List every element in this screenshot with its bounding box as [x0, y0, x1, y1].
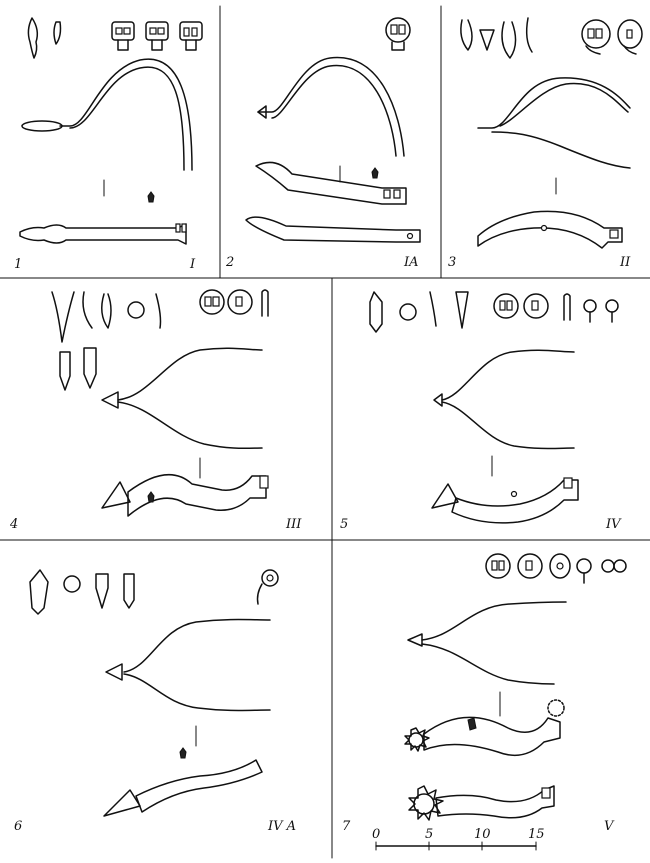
- spur-top-view: [407, 601, 567, 685]
- prick-goad-details: [27, 17, 62, 59]
- scale-tick-10: 10: [474, 827, 491, 842]
- spur-top-view: [477, 77, 631, 169]
- panel-1: 1 I: [14, 17, 203, 272]
- panel-3: 3 II: [448, 17, 643, 270]
- terminal-details: [256, 569, 279, 605]
- spur-side-view: [431, 477, 579, 524]
- terminal-details: [385, 17, 411, 51]
- panel-5: 5 IV: [340, 291, 622, 532]
- panel-6: 6 IV A: [14, 569, 296, 834]
- terminal-details: [493, 293, 619, 323]
- panel-5-number: 5: [340, 517, 348, 532]
- panel-4-number: 4: [9, 517, 18, 532]
- scale-tick-5: 5: [425, 827, 433, 842]
- spur-top-view: [21, 58, 193, 171]
- rowel-spur-lower: [408, 785, 555, 821]
- rowel-spur-upper: [404, 699, 565, 757]
- terminal-details: [485, 553, 627, 584]
- spur-top-view: [101, 347, 263, 450]
- panel-6-type: IV A: [267, 819, 296, 834]
- prick-goad-details: [51, 291, 162, 391]
- panel-1-type: I: [189, 257, 196, 272]
- panel-5-type: IV: [605, 517, 622, 532]
- panel-dividers: [0, 5, 650, 859]
- scale-bar: 0 5 10 15: [372, 827, 545, 851]
- panel-1-number: 1: [14, 257, 22, 272]
- panel-4: 4 III: [9, 289, 302, 532]
- panel-4-type: III: [285, 517, 302, 532]
- spur-top-view: [257, 56, 405, 157]
- panel-3-type: II: [619, 255, 631, 270]
- panel-7-type: V: [604, 819, 615, 834]
- panel-2-number: 2: [225, 255, 234, 270]
- scale-tick-15: 15: [528, 827, 545, 842]
- spur-side-view: [19, 191, 187, 245]
- panel-2-type: IA: [403, 255, 419, 270]
- panel-7: 0 5 10 15 7 V: [342, 553, 627, 851]
- scale-tick-0: 0: [372, 827, 380, 842]
- spur-side-view: [103, 747, 263, 817]
- spur-top-view: [105, 618, 271, 712]
- terminal-details: [581, 19, 643, 55]
- spur-side-view: [477, 210, 623, 249]
- prick-goad-details: [29, 569, 135, 615]
- spur-side-view-lower: [245, 216, 421, 243]
- prick-goad-details: [460, 17, 533, 59]
- panel-6-number: 6: [14, 819, 22, 834]
- prick-goad-details: [369, 291, 469, 333]
- spur-side-view-upper: [255, 161, 407, 205]
- terminal-details: [111, 21, 203, 51]
- panel-3-number: 3: [448, 255, 456, 270]
- panel-7-number: 7: [342, 819, 351, 834]
- spur-top-view: [433, 349, 575, 450]
- spur-side-view: [101, 473, 269, 517]
- panel-2: 2 IA: [225, 17, 421, 270]
- terminal-details: [199, 289, 269, 317]
